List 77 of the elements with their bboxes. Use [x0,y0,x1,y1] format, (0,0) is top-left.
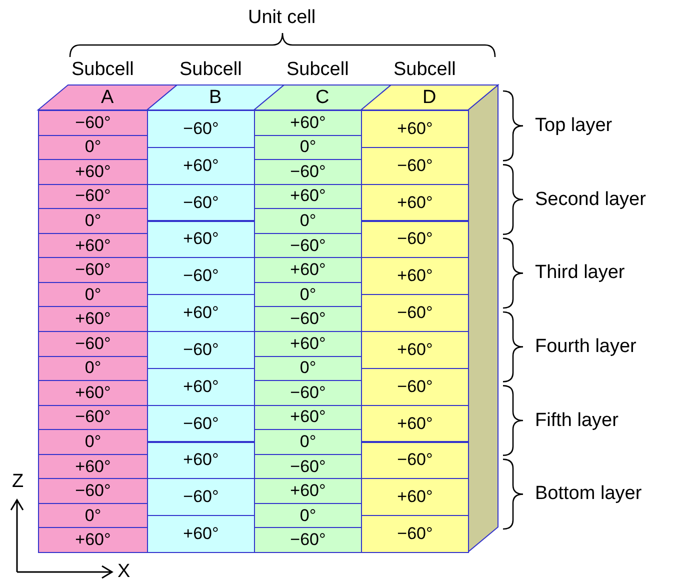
angle-cell: 0° [254,356,362,382]
unit-cell-label: Unit cell [248,7,316,29]
angle-cell: +60° [147,146,255,185]
angle-cell: −60° [254,306,362,332]
angle-cell: −60° [254,454,362,480]
layer-label: Fourth layer [535,336,636,358]
subcell-label: Subcell [394,59,456,81]
angle-cell: −60° [254,527,362,553]
angle-cell: +60° [254,257,362,283]
column-letter: B [209,86,222,108]
angle-cell: 0° [38,356,148,382]
layer-label: Third layer [535,262,625,284]
angle-cell: −60° [254,380,362,406]
angle-cell: −60° [147,478,255,516]
angle-cell: +60° [38,380,148,406]
angle-cell: −60° [361,442,469,480]
angle-cell: +60° [254,184,362,210]
angle-cell: 0° [254,208,362,234]
angle-cell: 0° [38,429,148,455]
angle-cell: +60° [38,232,148,258]
angle-cell: −60° [361,515,469,553]
angle-cell: −60° [38,184,148,210]
angle-cell: −60° [147,257,255,296]
angle-cell: 0° [38,282,148,308]
angle-cell: −60° [147,331,255,369]
angle-cell: −60° [38,110,148,136]
angle-cell: +60° [254,110,362,136]
angle-cell: −60° [38,331,148,357]
angle-cell: +60° [254,331,362,357]
angle-cell: −60° [147,184,255,222]
subcell-label: Subcell [72,59,134,81]
angle-cell: −60° [38,478,148,504]
column-letter: A [101,86,114,108]
angle-cell: −60° [361,146,469,185]
angle-cell: +60° [361,257,469,296]
column-letter: D [422,86,436,108]
angle-cell: +60° [147,220,255,258]
angle-cell: 0° [254,134,362,160]
angle-cell: +60° [147,368,255,406]
layer-label: Bottom layer [535,483,642,506]
angle-cell: −60° [361,368,469,406]
angle-cell: −60° [361,294,469,332]
layer-label: Second layer [535,188,646,210]
angle-cell: 0° [38,208,148,234]
angle-cell: +60° [147,294,255,332]
angle-cell: +60° [254,404,362,430]
angle-cell: −60° [254,159,362,185]
angle-cell: −60° [38,404,148,430]
axis-label: X [118,561,130,583]
layer-label: Fifth layer [535,410,618,432]
angle-cell: 0° [38,134,148,160]
angle-cell: +60° [361,184,469,222]
angle-cell: 0° [254,429,362,455]
angle-cell: −60° [147,404,255,442]
angle-cell: 0° [254,282,362,308]
angle-cell: −60° [147,110,255,148]
angle-cell: +60° [147,515,255,553]
angle-cell: −60° [361,220,469,258]
angle-cell: 0° [38,502,148,528]
axis-label: Z [12,471,24,493]
angle-cell: +60° [254,478,362,504]
angle-cell: −60° [254,232,362,258]
subcell-label: Subcell [180,59,242,81]
angle-cell: −60° [38,257,148,283]
subcell-label: Subcell [286,59,349,81]
angle-cell: +60° [361,478,469,516]
angle-cell: +60° [38,159,148,185]
angle-cell: +60° [361,404,469,442]
angle-cell: +60° [38,454,148,480]
angle-cell: 0° [254,502,362,528]
layer-label: Top layer [535,114,612,137]
angle-cell: +60° [361,110,469,148]
angle-cell: +60° [147,442,255,480]
angle-cell: +60° [38,306,148,332]
angle-cell: +60° [38,527,148,553]
column-letter: C [316,86,330,108]
angle-cell: +60° [361,331,469,369]
